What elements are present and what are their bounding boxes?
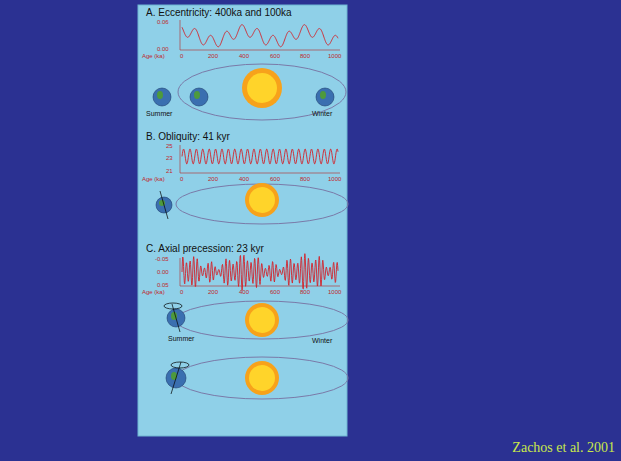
curve	[182, 149, 338, 164]
axis-label: 600	[270, 53, 280, 59]
axis-label: Summer	[168, 335, 194, 342]
curve	[182, 25, 338, 47]
axis-label: 25	[166, 143, 173, 149]
axis-label: 0	[180, 289, 183, 295]
axis-label: 0	[180, 176, 183, 182]
axis-label: Winter	[312, 110, 332, 117]
axis-label: -0.05	[155, 256, 169, 262]
axis-label: 800	[300, 53, 310, 59]
axis-label: 23	[166, 155, 173, 161]
axis-label: 1000	[328, 176, 341, 182]
axis-label: 0.00	[157, 46, 169, 52]
axis-label: 200	[208, 289, 218, 295]
axis-label: 0	[180, 53, 183, 59]
axis-label: 0.00	[157, 269, 169, 275]
panel	[138, 5, 347, 436]
axis-label: 1000	[328, 53, 341, 59]
panel-heading: A. Eccentricity: 400ka and 100ka	[146, 8, 292, 18]
orbits	[176, 64, 348, 399]
axis-label: 0.05	[157, 282, 169, 288]
axis-label: 800	[300, 289, 310, 295]
axis-label: 1000	[328, 289, 341, 295]
axis-label: Age (ka)	[142, 53, 165, 59]
axis-label: 200	[208, 53, 218, 59]
axis-label: 200	[208, 176, 218, 182]
curve	[182, 254, 338, 291]
axis-label: Winter	[312, 337, 332, 344]
axis-label: 600	[270, 289, 280, 295]
axis-label: 400	[239, 176, 249, 182]
axis-label: 0.06	[157, 19, 169, 25]
axis-label: Age (ka)	[142, 289, 165, 295]
panel-heading: B. Obliquity: 41 kyr	[146, 132, 230, 142]
axis-label: 600	[270, 176, 280, 182]
caption: Zachos et al. 2001	[512, 441, 615, 455]
axis-label: 21	[166, 168, 173, 174]
suns	[242, 68, 282, 395]
axis-label: Summer	[146, 110, 172, 117]
axis-label: 400	[239, 53, 249, 59]
panel-heading: C. Axial precession: 23 kyr	[146, 244, 264, 254]
axis-label: Age (ka)	[142, 176, 165, 182]
axis-label: 800	[300, 176, 310, 182]
axis-label: 400	[239, 289, 249, 295]
